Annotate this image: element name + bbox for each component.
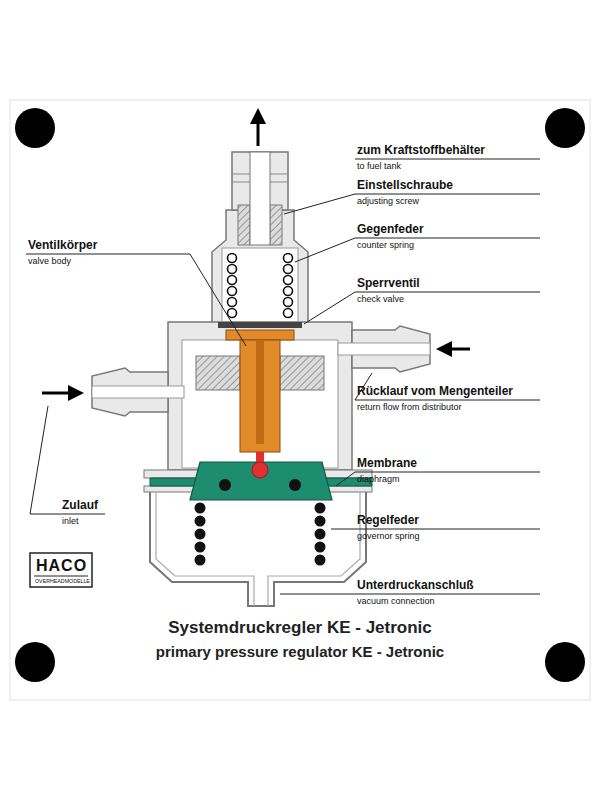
part-label-en: inlet	[62, 516, 79, 527]
valve-body	[240, 340, 280, 452]
part-label: Membrane	[357, 456, 417, 470]
outlet-bore	[250, 152, 270, 245]
diagram-title: Systemdruckregler KE - Jetronic	[0, 618, 600, 638]
governor-spring	[195, 503, 326, 566]
valve-seat	[196, 356, 240, 390]
part-label-en: return flow from distributor	[357, 402, 462, 413]
mount-hole	[15, 642, 55, 682]
diagram-caption: primary pressure regulator KE - Jetronic	[0, 643, 600, 661]
part-label: Ventilkörper	[28, 238, 97, 252]
part-label-en: check valve	[357, 294, 404, 305]
mount-hole	[545, 108, 585, 148]
part-label-en: vacuum connection	[357, 596, 435, 607]
valve-chamber	[182, 340, 338, 468]
part-label: zum Kraftstoffbehälter	[357, 143, 485, 157]
part-label: Einstellschraube	[357, 178, 453, 192]
diaphragm-plate	[190, 462, 332, 500]
part-label-en: counter spring	[357, 240, 414, 251]
part-label: Regelfeder	[357, 513, 419, 527]
adjusting-screw	[270, 205, 282, 245]
valve-bore	[256, 340, 264, 444]
part-label-en: governor spring	[357, 531, 420, 542]
leader-lines	[26, 159, 540, 594]
valve-ball	[252, 462, 268, 478]
card	[10, 100, 590, 700]
mount-hole	[545, 642, 585, 682]
part-label: Rücklauf vom Mengenteiler	[357, 384, 513, 398]
lower-housing-inner	[156, 492, 360, 606]
part-label: Zulauf	[62, 498, 98, 512]
inlet-bore	[92, 386, 184, 398]
mount-hole	[15, 108, 55, 148]
valve-seat	[280, 356, 324, 390]
part-label-en: adjusting screw	[357, 196, 419, 207]
middle-housing	[168, 322, 352, 470]
spring-seat	[289, 479, 301, 491]
part-label: Unterdruckanschluß	[357, 578, 474, 592]
logo-subtext: OVERHEADMODELLE	[35, 578, 90, 584]
counter-spring	[228, 254, 293, 318]
part-label-en: valve body	[28, 256, 71, 267]
logo-text: HACO	[36, 556, 87, 575]
lower-housing	[150, 492, 366, 606]
part-label-en: diaphragm	[357, 474, 400, 485]
part-label: Gegenfeder	[357, 222, 424, 236]
return-bore	[338, 343, 430, 355]
spring-seat	[219, 479, 231, 491]
spring-chamber	[222, 248, 298, 326]
logo-frame	[30, 553, 92, 587]
adjusting-screw	[238, 205, 250, 245]
part-label: Sperrventil	[357, 276, 420, 290]
check-valve	[218, 322, 302, 328]
valve-pin	[256, 452, 264, 462]
valve-body	[226, 330, 294, 340]
part-label-en: to fuel tank	[357, 161, 401, 172]
logo-rule	[34, 576, 88, 577]
